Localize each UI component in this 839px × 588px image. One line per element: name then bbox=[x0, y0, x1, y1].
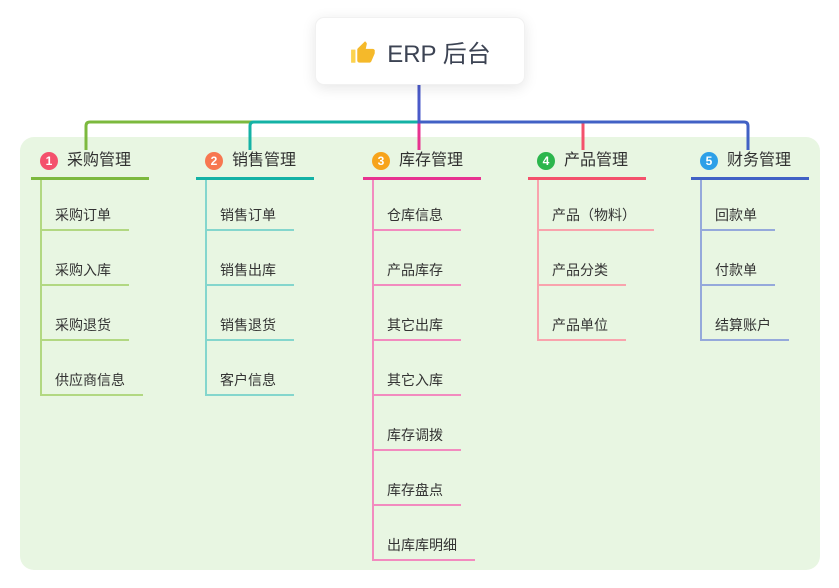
root-node-erp[interactable]: ERP 后台 bbox=[315, 17, 525, 85]
branch-number-badge: 3 bbox=[372, 152, 390, 170]
branch-number-badge: 4 bbox=[537, 152, 555, 170]
branch-4: 4 产品管理 产品（物料）产品分类产品单位 bbox=[528, 150, 654, 341]
branch-children: 回款单付款单结算账户 bbox=[700, 180, 809, 341]
child-node[interactable]: 付款单 bbox=[702, 231, 775, 286]
branches-panel bbox=[20, 137, 820, 570]
child-node[interactable]: 客户信息 bbox=[207, 341, 294, 396]
branch-children: 仓库信息产品库存其它出库其它入库库存调拨库存盘点出库库明细 bbox=[372, 180, 481, 561]
branch-5: 5 财务管理 回款单付款单结算账户 bbox=[691, 150, 810, 341]
branch-children: 采购订单采购入库采购退货供应商信息 bbox=[40, 180, 149, 396]
branch-title[interactable]: 5 财务管理 bbox=[691, 150, 810, 180]
child-node[interactable]: 其它出库 bbox=[374, 286, 461, 341]
child-node[interactable]: 出库库明细 bbox=[374, 506, 475, 561]
branch-title[interactable]: 3 库存管理 bbox=[363, 150, 482, 180]
child-node[interactable]: 产品（物料） bbox=[539, 180, 654, 231]
branch-title-label: 销售管理 bbox=[232, 152, 297, 169]
branch-children: 产品（物料）产品分类产品单位 bbox=[537, 180, 654, 341]
child-node[interactable]: 采购入库 bbox=[42, 231, 129, 286]
branch-number-badge: 2 bbox=[205, 152, 223, 170]
child-node[interactable]: 采购退货 bbox=[42, 286, 129, 341]
child-node[interactable]: 回款单 bbox=[702, 180, 775, 231]
child-node[interactable]: 销售订单 bbox=[207, 180, 294, 231]
child-node[interactable]: 销售出库 bbox=[207, 231, 294, 286]
child-node[interactable]: 产品单位 bbox=[539, 286, 626, 341]
child-node[interactable]: 结算账户 bbox=[702, 286, 789, 341]
branch-title[interactable]: 1 采购管理 bbox=[31, 150, 150, 180]
child-node[interactable]: 产品库存 bbox=[374, 231, 461, 286]
branch-number-badge: 5 bbox=[700, 152, 718, 170]
child-node[interactable]: 供应商信息 bbox=[42, 341, 143, 396]
branch-title[interactable]: 2 销售管理 bbox=[196, 150, 315, 180]
branch-title-label: 产品管理 bbox=[564, 152, 629, 169]
branch-children: 销售订单销售出库销售退货客户信息 bbox=[205, 180, 314, 396]
branch-3: 3 库存管理 仓库信息产品库存其它出库其它入库库存调拨库存盘点出库库明细 bbox=[363, 150, 482, 561]
child-node[interactable]: 库存盘点 bbox=[374, 451, 461, 506]
thumbs-up-icon bbox=[351, 40, 376, 63]
child-node[interactable]: 仓库信息 bbox=[374, 180, 461, 231]
child-node[interactable]: 其它入库 bbox=[374, 341, 461, 396]
branch-title-label: 采购管理 bbox=[67, 152, 132, 169]
branch-2: 2 销售管理 销售订单销售出库销售退货客户信息 bbox=[196, 150, 315, 396]
branch-number-badge: 1 bbox=[40, 152, 58, 170]
child-node[interactable]: 销售退货 bbox=[207, 286, 294, 341]
root-title: ERP 后台 bbox=[387, 40, 491, 68]
child-node[interactable]: 采购订单 bbox=[42, 180, 129, 231]
child-node[interactable]: 产品分类 bbox=[539, 231, 626, 286]
branch-title-label: 库存管理 bbox=[399, 152, 464, 169]
branch-title[interactable]: 4 产品管理 bbox=[528, 150, 647, 180]
child-node[interactable]: 库存调拨 bbox=[374, 396, 461, 451]
branch-title-label: 财务管理 bbox=[727, 152, 792, 169]
branch-1: 1 采购管理 采购订单采购入库采购退货供应商信息 bbox=[31, 150, 150, 396]
